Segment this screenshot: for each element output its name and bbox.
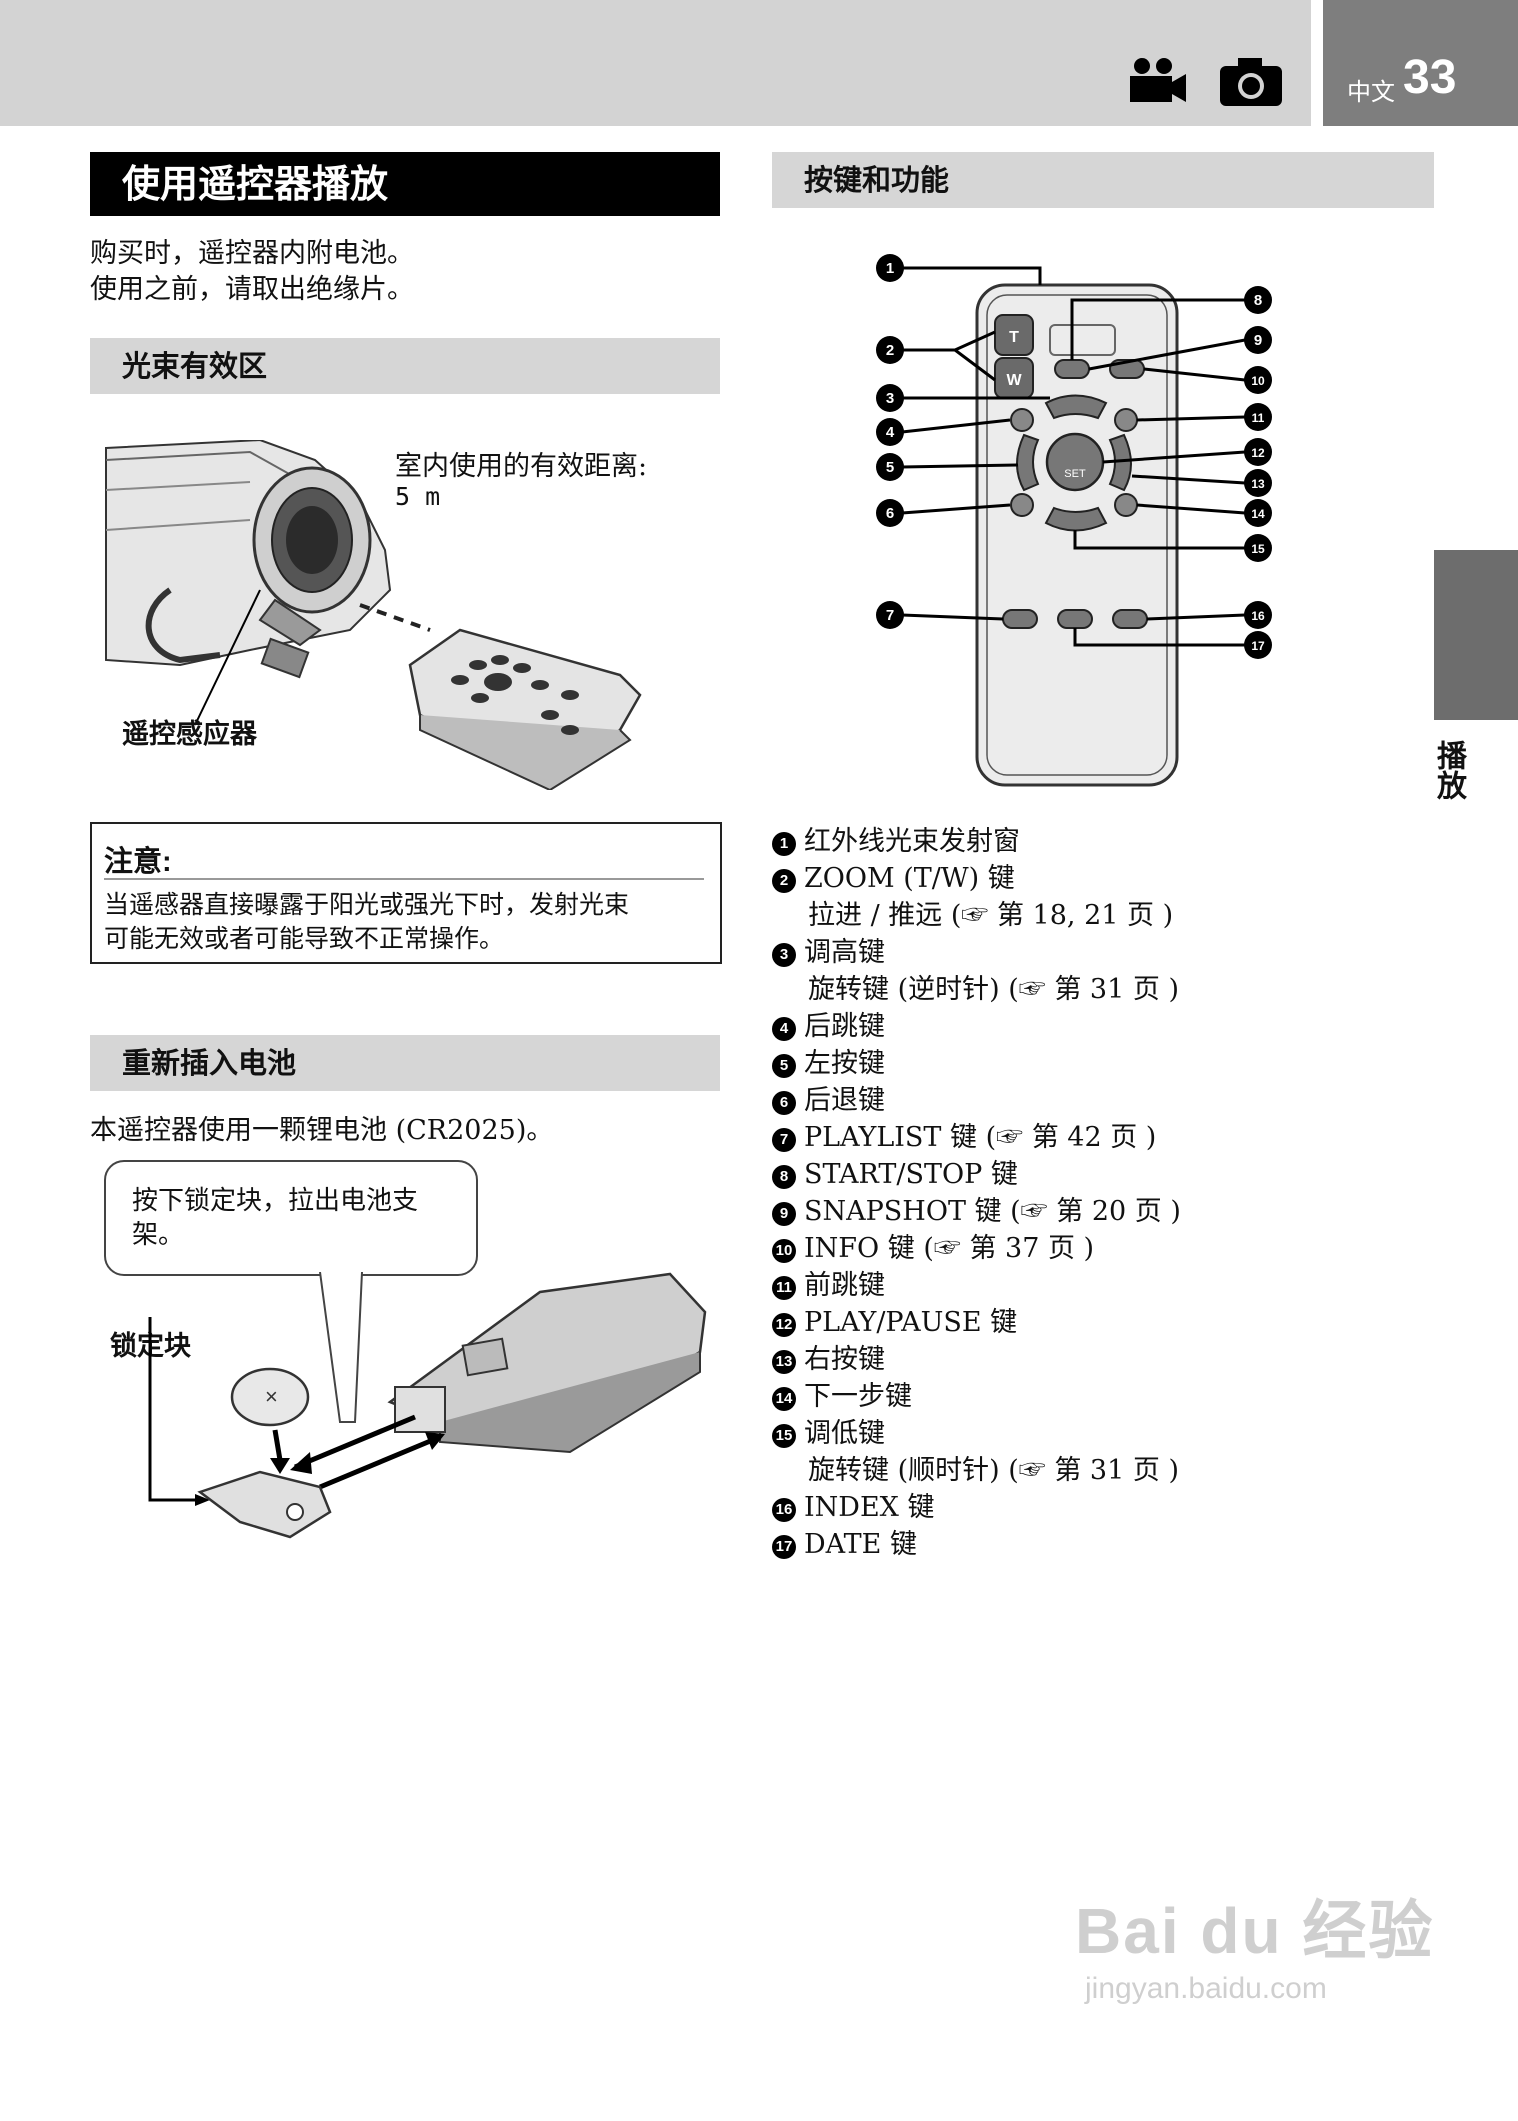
callout-7: 7: [886, 607, 894, 624]
intro-line: 使用之前，请取出绝缘片。: [90, 274, 414, 305]
intro-line: 购买时，遥控器内附电池。: [90, 238, 414, 269]
callout-13: 13: [1251, 477, 1265, 491]
header-bar: [0, 0, 1311, 126]
callout-line: 架。: [132, 1220, 185, 1250]
zoom-w-label: W: [1006, 372, 1022, 389]
caution-box: 注意: 当遥感器直接曝露于阳光或强光下时，发射光束 可能无效或者可能导致不正常操…: [90, 822, 722, 964]
callout-12: 12: [1251, 446, 1265, 460]
sensor-label: 遥控感应器: [122, 719, 257, 749]
battery-desc: 本遥控器使用一颗锂电池 (CR2025)。: [90, 1115, 554, 1146]
callout-3: 3: [886, 390, 894, 407]
callout-16: 16: [1251, 609, 1265, 623]
callout-line: 按下锁定块，拉出电池支: [132, 1186, 419, 1216]
callout-15: 15: [1251, 542, 1265, 556]
callout-2: 2: [886, 342, 894, 359]
movie-camera-icon: [1130, 58, 1186, 102]
set-label: SET: [1064, 468, 1086, 480]
watermark-url: jingyan.baidu.com: [1085, 1972, 1327, 2005]
caution-text: 当遥感器直接曝露于阳光或强光下时，发射光束 可能无效或者可能导致不正常操作。: [104, 888, 629, 956]
callout-9: 9: [1254, 332, 1262, 349]
still-camera-icon: [1220, 58, 1282, 106]
callout-6: 6: [886, 505, 894, 522]
zoom-t-label: T: [1009, 329, 1019, 346]
callout-17: 17: [1251, 639, 1265, 653]
page-number: 33: [1403, 51, 1457, 104]
side-tab: [1434, 550, 1518, 720]
range-label: 室内使用的有效距离:: [395, 451, 648, 482]
intro-text: 购买时，遥控器内附电池。 使用之前，请取出绝缘片。: [90, 236, 710, 308]
legend-subline: 拉进 / 推远 (☞ 第 18, 21 页 ): [808, 900, 1174, 931]
beam-area-heading: 光束有效区: [90, 338, 720, 394]
main-title: 使用遥控器播放: [90, 152, 720, 216]
camcorder-remote-illustration: [105, 440, 642, 790]
battery-illustration: ×: [148, 1272, 707, 1539]
callout-11: 11: [1252, 411, 1265, 425]
battery-heading: 重新插入电池: [90, 1035, 720, 1091]
legend-subline: 旋转键 (逆时针) (☞ 第 31 页 ): [808, 974, 1179, 1005]
caution-divider: [104, 878, 704, 880]
caution-line: 当遥感器直接曝露于阳光或强光下时，发射光束: [104, 890, 630, 919]
svg-text:×: ×: [265, 1384, 278, 1409]
watermark-brand: Bai du 经验: [1075, 1895, 1435, 1967]
remote-diagram: T W SET 1 2 3 4 5 6 7 8: [876, 254, 1272, 787]
callout-1: 1: [886, 260, 894, 277]
range-value: 5 m: [395, 482, 441, 511]
watermark: Bai du 经验 jingyan.baidu.com: [1075, 1880, 1434, 2006]
side-tab-label: 播放: [1431, 740, 1466, 800]
battery-callout-text: 按下锁定块，拉出电池支 架。: [132, 1184, 418, 1252]
battery-callout-bubble: 按下锁定块，拉出电池支 架。: [104, 1160, 478, 1276]
callout-14: 14: [1251, 507, 1265, 521]
language-label: 中文: [1347, 78, 1395, 106]
caution-line: 可能无效或者可能导致不正常操作。: [104, 924, 505, 953]
caution-title: 注意:: [104, 846, 172, 878]
callout-5: 5: [886, 459, 894, 476]
callout-10: 10: [1251, 374, 1265, 388]
keys-heading: 按键和功能: [772, 152, 1434, 208]
legend-subline: 旋转键 (顺时针) (☞ 第 31 页 ): [808, 1455, 1179, 1486]
callout-4: 4: [886, 424, 895, 441]
callout-8: 8: [1254, 292, 1262, 309]
page-number-box: 中文 33: [1323, 0, 1518, 126]
